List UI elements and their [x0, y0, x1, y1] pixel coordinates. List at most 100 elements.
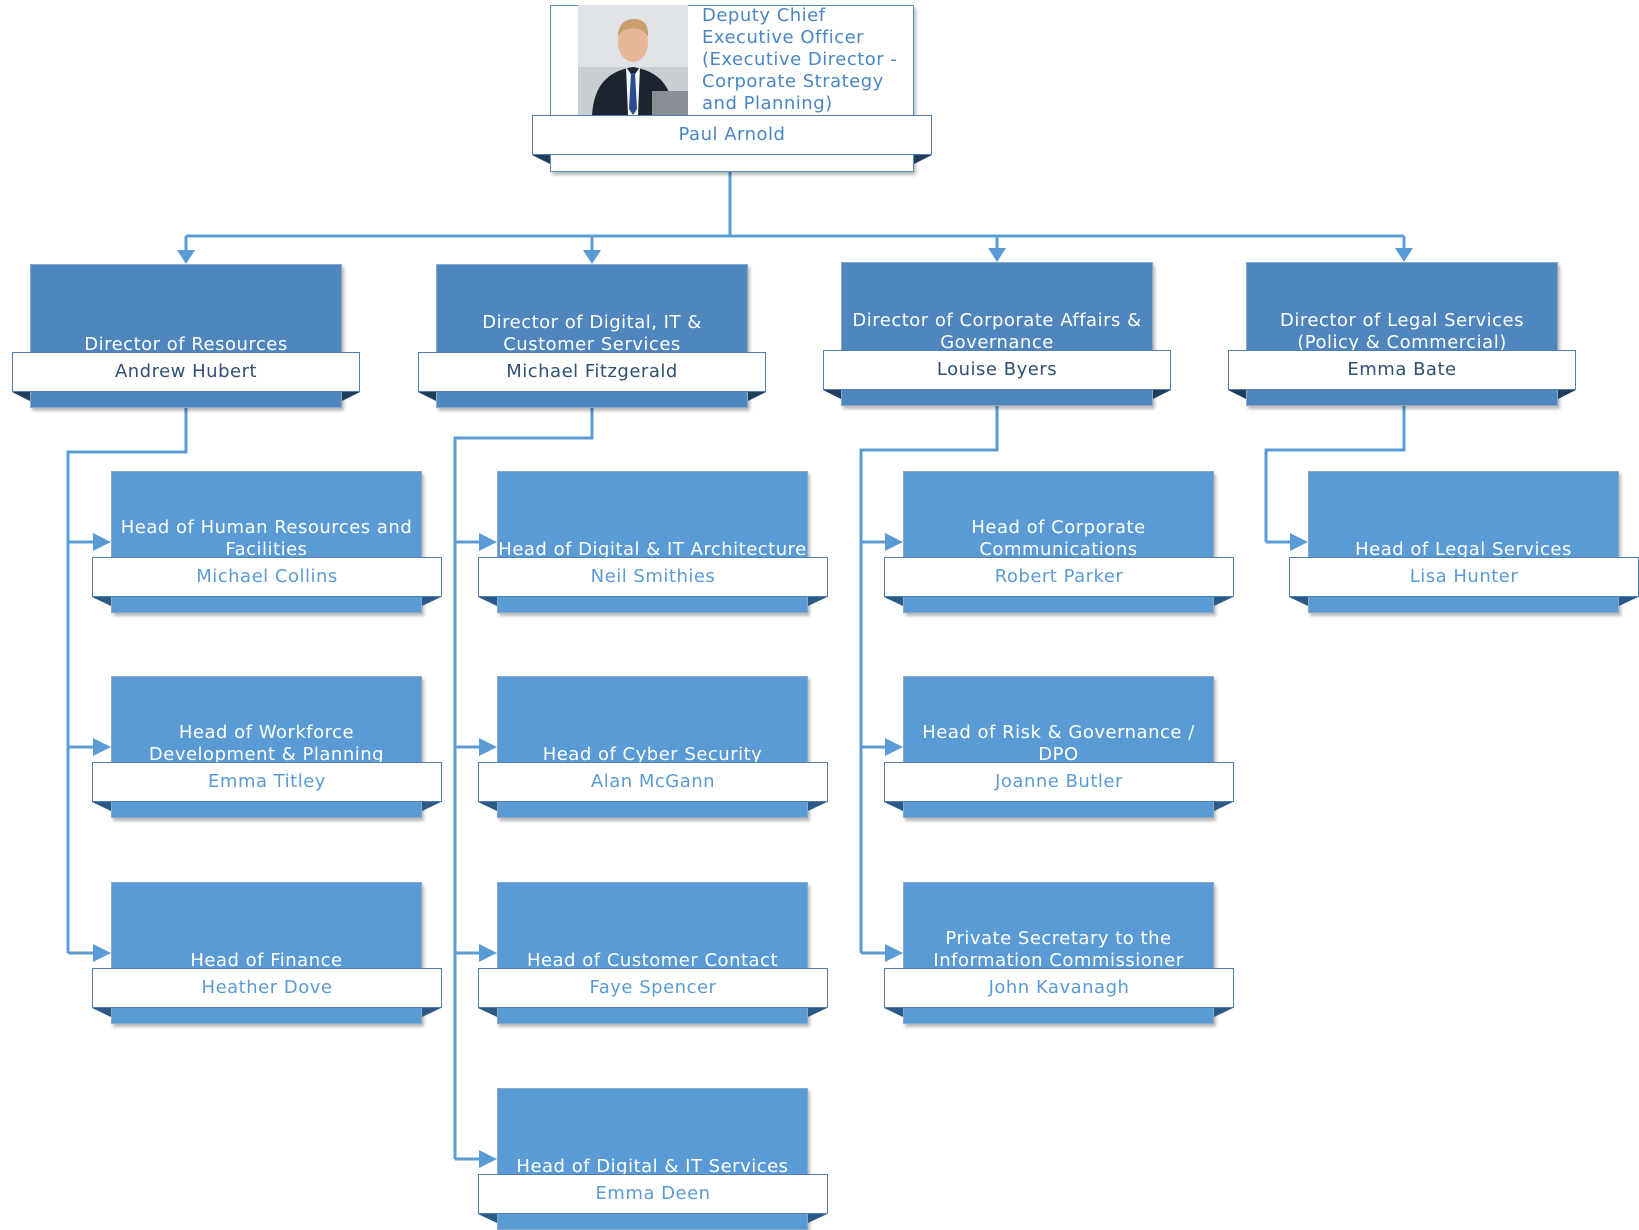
ribbon-fold-right	[422, 1008, 441, 1017]
executive-title: Deputy Chief Executive Officer (Executiv…	[702, 5, 898, 114]
ribbon-fold-left	[1228, 390, 1246, 399]
head-node[interactable]: Private Secretary to the Information Com…	[884, 882, 1234, 1024]
ribbon-fold-left	[532, 155, 550, 164]
head-title: Head of Finance	[190, 950, 343, 971]
ribbon-fold-right	[808, 1008, 827, 1017]
head-name: Michael Collins	[92, 557, 442, 597]
arrow-right-icon	[479, 1150, 497, 1168]
ribbon-fold-right	[1153, 390, 1171, 399]
ribbon-fold-right	[808, 597, 827, 606]
director-title: Director of Resources	[84, 334, 288, 355]
director-title: Director of Digital, IT & Customer Servi…	[482, 312, 702, 355]
head-title: Head of Corporate Communications	[971, 517, 1146, 560]
director-node-corporate-affairs[interactable]: Director of Corporate Affairs & Governan…	[823, 262, 1171, 406]
director-title: Director of Corporate Affairs & Governan…	[852, 310, 1142, 353]
connector-branch	[453, 408, 594, 1159]
arrow-right-icon	[885, 944, 903, 962]
arrow-right-icon	[1290, 533, 1308, 551]
head-node[interactable]: Head of Corporate Communications Robert …	[884, 471, 1234, 613]
head-title: Head of Human Resources and Facilities	[120, 517, 413, 560]
head-title: Head of Customer Contact	[526, 950, 779, 971]
ribbon-fold-right	[342, 392, 360, 401]
head-name: John Kavanagh	[884, 968, 1234, 1008]
head-name: Faye Spencer	[478, 968, 828, 1008]
ribbon-fold-right	[1619, 597, 1638, 606]
arrow-right-icon	[93, 533, 111, 551]
connector-branch	[859, 406, 999, 953]
arrow-down-icon	[583, 250, 601, 264]
head-title: Head of Digital & IT Architecture	[498, 539, 807, 560]
head-name: Neil Smithies	[478, 557, 828, 597]
ribbon-fold-left	[478, 1214, 497, 1223]
connector-branch	[1264, 406, 1406, 542]
arrow-right-icon	[93, 738, 111, 756]
ribbon-fold-left	[478, 597, 497, 606]
head-node[interactable]: Head of Digital & IT Services Emma Deen	[478, 1088, 828, 1230]
ribbon-fold-left	[884, 1008, 903, 1017]
head-title: Head of Cyber Security	[542, 744, 763, 765]
head-title: Head of Risk & Governance / DPO	[922, 722, 1195, 765]
director-node-digital[interactable]: Director of Digital, IT & Customer Servi…	[418, 264, 766, 408]
arrow-down-icon	[177, 250, 195, 264]
head-title: Head of Legal Services	[1355, 539, 1572, 560]
ribbon-fold-left	[92, 1008, 111, 1017]
ribbon-fold-left	[884, 597, 903, 606]
executive-node[interactable]: Deputy Chief Executive Officer (Executiv…	[532, 5, 932, 172]
arrow-down-icon	[988, 248, 1006, 262]
head-node[interactable]: Head of Digital & IT Architecture Neil S…	[478, 471, 828, 613]
director-node-resources[interactable]: Director of Resources Andrew Hubert	[12, 264, 360, 408]
ribbon-fold-left	[478, 1008, 497, 1017]
head-name: Heather Dove	[92, 968, 442, 1008]
director-name: Andrew Hubert	[12, 352, 360, 392]
ribbon-fold-right	[422, 802, 441, 811]
ribbon-fold-right	[808, 1214, 827, 1223]
head-name: Robert Parker	[884, 557, 1234, 597]
arrow-right-icon	[479, 944, 497, 962]
head-name: Emma Titley	[92, 762, 442, 802]
ribbon-fold-left	[92, 802, 111, 811]
ribbon-fold-left	[12, 392, 30, 401]
ribbon-fold-right	[1214, 1008, 1233, 1017]
ribbon-fold-right	[748, 392, 766, 401]
arrow-right-icon	[479, 738, 497, 756]
portrait-photo	[578, 5, 688, 115]
director-node-legal[interactable]: Director of Legal Services (Policy & Com…	[1228, 262, 1576, 406]
head-node[interactable]: Head of Cyber Security Alan McGann	[478, 676, 828, 818]
arrow-right-icon	[885, 533, 903, 551]
ribbon-fold-left	[884, 802, 903, 811]
director-name: Emma Bate	[1228, 350, 1576, 390]
head-title: Head of Workforce Development & Planning	[148, 722, 385, 765]
head-node[interactable]: Head of Finance Heather Dove	[92, 882, 442, 1024]
arrow-down-icon	[1395, 248, 1413, 262]
ribbon-fold-right	[422, 597, 441, 606]
ribbon-fold-right	[1558, 390, 1576, 399]
ribbon-fold-right	[914, 155, 932, 164]
connector-branch	[66, 408, 188, 953]
arrow-right-icon	[885, 738, 903, 756]
ribbon-fold-right	[1214, 597, 1233, 606]
head-title: Head of Digital & IT Services	[516, 1156, 789, 1177]
head-name: Alan McGann	[478, 762, 828, 802]
head-name: Lisa Hunter	[1289, 557, 1639, 597]
ribbon-fold-left	[478, 802, 497, 811]
director-name: Louise Byers	[823, 350, 1171, 390]
head-title: Private Secretary to the Information Com…	[933, 928, 1184, 971]
head-node[interactable]: Head of Risk & Governance / DPO Joanne B…	[884, 676, 1234, 818]
ribbon-fold-left	[1289, 597, 1308, 606]
head-node[interactable]: Head of Human Resources and Facilities M…	[92, 471, 442, 613]
director-name: Michael Fitzgerald	[418, 352, 766, 392]
head-name: Joanne Butler	[884, 762, 1234, 802]
head-node[interactable]: Head of Customer Contact Faye Spencer	[478, 882, 828, 1024]
ribbon-fold-right	[1214, 802, 1233, 811]
ribbon-fold-right	[808, 802, 827, 811]
head-node[interactable]: Head of Workforce Development & Planning…	[92, 676, 442, 818]
executive-name: Paul Arnold	[532, 115, 932, 155]
head-node[interactable]: Head of Legal Services Lisa Hunter	[1289, 471, 1639, 613]
arrow-right-icon	[479, 533, 497, 551]
ribbon-fold-left	[92, 597, 111, 606]
ribbon-fold-left	[418, 392, 436, 401]
director-title: Director of Legal Services (Policy & Com…	[1280, 310, 1524, 353]
head-name: Emma Deen	[478, 1174, 828, 1214]
